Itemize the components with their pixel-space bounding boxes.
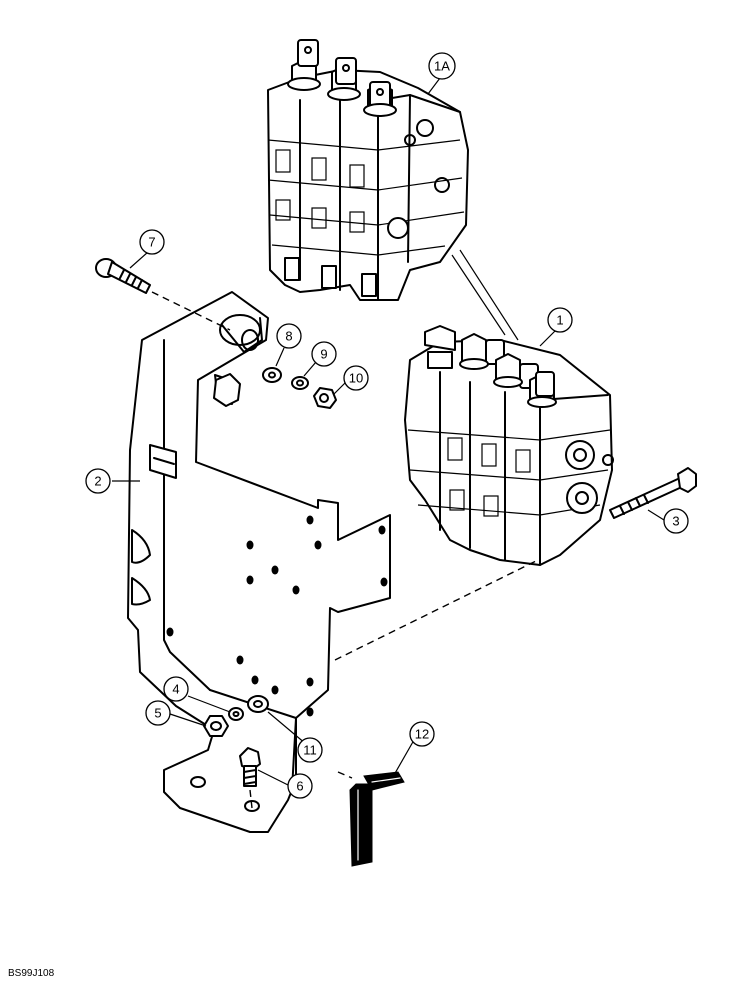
- bolt-7-illustration: [95, 258, 151, 294]
- bolt-7-axis-line: [151, 291, 231, 331]
- svg-text:5: 5: [154, 706, 161, 721]
- callout-8: 8: [276, 323, 302, 349]
- callout-10: 10: [343, 365, 369, 391]
- callout-2: 2: [85, 468, 111, 494]
- svg-text:12: 12: [415, 727, 429, 742]
- nut-5-illustration: [203, 715, 229, 737]
- lockwasher-4-illustration: [228, 707, 244, 721]
- hex-key-12-illustration: [349, 771, 405, 867]
- mounting-bracket-illustration: [127, 291, 391, 833]
- svg-text:3: 3: [672, 514, 679, 529]
- bolt-6-illustration: [239, 747, 261, 787]
- svg-text:1A: 1A: [434, 59, 450, 74]
- callout-leaders: [112, 77, 665, 786]
- bolt-3-illustration: [609, 467, 697, 519]
- svg-text:7: 7: [148, 235, 155, 250]
- bolt-6-axis-line: [249, 789, 253, 809]
- hex-key-axis-line: [337, 771, 353, 779]
- svg-text:10: 10: [349, 371, 363, 386]
- callout-3: 3: [663, 508, 689, 534]
- washer-11-illustration: [247, 695, 269, 713]
- svg-text:9: 9: [320, 347, 327, 362]
- valve-1-illustration: [404, 325, 614, 566]
- callout-11: 11: [297, 737, 323, 763]
- svg-text:2: 2: [94, 474, 101, 489]
- callout-6: 6: [287, 773, 313, 799]
- svg-text:8: 8: [285, 329, 292, 344]
- nut-10-illustration: [313, 387, 337, 409]
- bracket-tab: [213, 373, 241, 407]
- svg-text:4: 4: [172, 682, 179, 697]
- svg-text:11: 11: [303, 743, 317, 758]
- callout-1: 1: [547, 307, 573, 333]
- figure-code: BS99J108: [8, 968, 55, 979]
- valve-link-line: [451, 254, 506, 336]
- callout-1a: 1A: [428, 52, 456, 80]
- svg-text:1: 1: [556, 313, 563, 328]
- callout-9: 9: [311, 341, 337, 367]
- callout-7: 7: [139, 229, 165, 255]
- svg-text:6: 6: [296, 779, 303, 794]
- valve-1a-illustration: [267, 39, 469, 301]
- washer-8-illustration: [262, 367, 282, 383]
- lockwasher-9-illustration: [291, 376, 309, 390]
- callout-4: 4: [163, 676, 189, 702]
- callout-12: 12: [409, 721, 435, 747]
- bolt-3-axis-line: [334, 559, 539, 661]
- callout-5: 5: [145, 700, 171, 726]
- valve-link-line: [459, 249, 519, 341]
